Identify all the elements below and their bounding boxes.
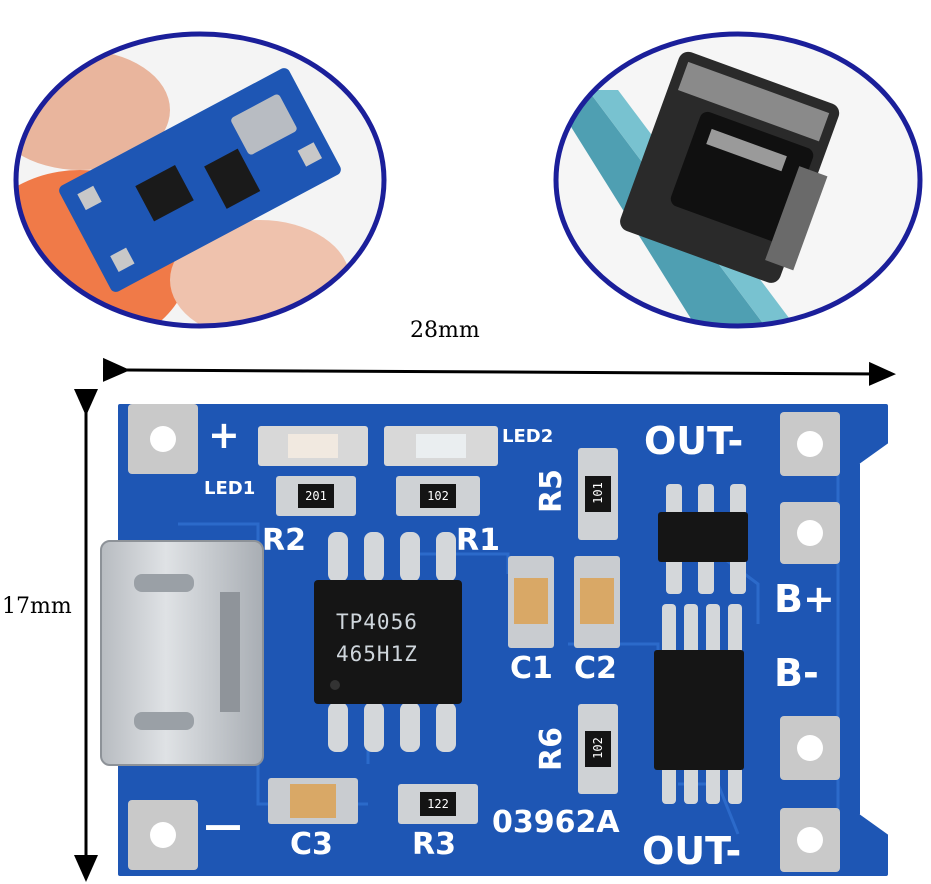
resistor-r1: 102 [396, 476, 480, 516]
resistor-r6-code: 102 [591, 737, 605, 759]
silk-r3: R3 [412, 827, 456, 862]
silk-led1: LED1 [204, 478, 256, 499]
tp4056-chip: TP4056 465H1Z [314, 580, 462, 704]
resistor-r5-code: 101 [591, 482, 605, 504]
silk-part-code: 03962A [492, 805, 620, 840]
silk-b-plus: B+ [774, 577, 835, 621]
silk-out-minus-top: OUT- [644, 419, 744, 463]
chip-marking-line1: TP4056 [336, 610, 418, 634]
resistor-r6: 102 [578, 704, 618, 794]
width-arrow [102, 357, 896, 386]
height-dimension-label: 17mm [2, 594, 72, 619]
silk-c2: C2 [574, 651, 617, 686]
silk-b-minus: B- [774, 651, 819, 695]
silk-r6: R6 [533, 727, 569, 771]
silk-minus: — [204, 803, 242, 847]
resistor-r2: 201 [276, 476, 356, 516]
width-dimension-label: 28mm [410, 318, 480, 343]
pad-bottom-left [128, 800, 198, 870]
resistor-r3-code: 122 [427, 797, 449, 811]
inset-usb-closeup [553, 31, 923, 329]
led2 [384, 426, 498, 466]
capacitor-c2 [574, 556, 620, 648]
capacitor-c1 [508, 556, 554, 648]
silk-r5: R5 [533, 469, 569, 513]
pad-out-minus-top [780, 412, 840, 476]
resistor-r1-code: 102 [427, 489, 449, 503]
silk-c3: C3 [290, 827, 333, 862]
pad-out-minus-bottom [780, 808, 840, 872]
pad-top-left [128, 404, 198, 474]
silk-out-minus-bottom: OUT- [642, 829, 742, 873]
pad-b-minus [780, 716, 840, 780]
silk-plus: + [208, 413, 240, 457]
pcb-board: 201 102 101 102 122 [100, 404, 888, 876]
inset-board-in-hand [13, 31, 387, 329]
silk-r2: R2 [262, 523, 306, 558]
capacitor-c3 [268, 778, 358, 824]
protection-ic [658, 512, 748, 562]
resistor-r2-code: 201 [305, 489, 327, 503]
silk-c1: C1 [510, 651, 553, 686]
chip-marking-line2: 465H1Z [336, 642, 418, 666]
silk-r1: R1 [456, 523, 500, 558]
resistor-r5: 101 [578, 448, 618, 540]
silk-led2: LED2 [502, 426, 554, 447]
tp4056-pins [328, 532, 456, 752]
resistor-r3: 122 [398, 784, 478, 824]
led1 [258, 426, 368, 466]
pad-b-plus [780, 502, 840, 564]
micro-usb-connector [100, 540, 264, 766]
mosfet-ic [654, 650, 744, 770]
